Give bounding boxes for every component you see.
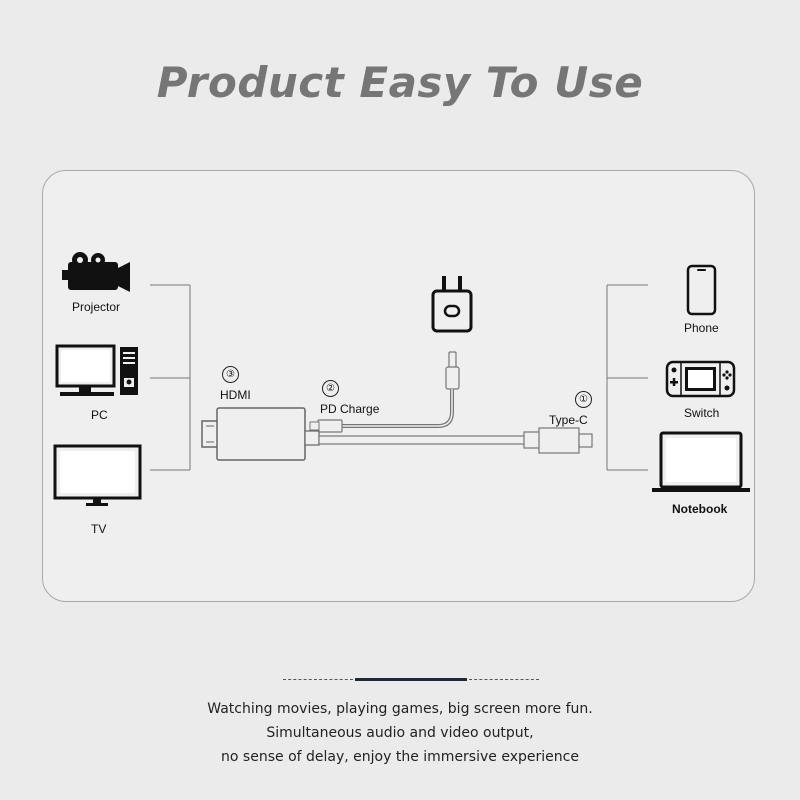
desktop-pc-icon xyxy=(55,344,138,396)
caption-line-3: no sense of delay, enjoy the immersive e… xyxy=(221,749,579,765)
phone-icon xyxy=(686,264,717,316)
wall-charger-icon xyxy=(431,276,473,333)
device-label-pc: PC xyxy=(91,408,108,422)
laptop-icon xyxy=(652,431,750,492)
type-c-cable xyxy=(318,427,593,454)
tv-icon xyxy=(53,444,142,506)
game-console-icon xyxy=(665,360,736,398)
charge-cable xyxy=(309,351,460,433)
device-label-switch: Switch xyxy=(684,406,720,420)
right-bracket xyxy=(606,284,648,471)
device-label-tv: TV xyxy=(91,522,107,536)
divider-center xyxy=(355,678,467,681)
diagram-panel xyxy=(42,170,755,602)
device-label-notebook: Notebook xyxy=(672,502,728,516)
port-label-type-c: Type-C xyxy=(549,413,588,427)
port-number-type-c: ① xyxy=(575,391,592,408)
caption-line-1: Watching movies, playing games, big scre… xyxy=(207,701,593,717)
port-label-pd-charge: PD Charge xyxy=(320,402,380,416)
port-number-hdmi: ③ xyxy=(222,366,239,383)
port-label-hdmi: HDMI xyxy=(220,388,251,402)
device-label-phone: Phone xyxy=(684,321,719,335)
device-label-projector: Projector xyxy=(72,300,121,314)
port-number-pd-charge: ② xyxy=(322,380,339,397)
hdmi-adapter xyxy=(201,407,320,461)
video-camera-icon xyxy=(62,252,130,292)
caption-line-2: Simultaneous audio and video output, xyxy=(266,725,534,741)
page-title: Product Easy To Use xyxy=(156,58,644,107)
divider-right xyxy=(469,679,539,680)
divider-left xyxy=(283,679,353,680)
left-bracket xyxy=(150,284,191,471)
